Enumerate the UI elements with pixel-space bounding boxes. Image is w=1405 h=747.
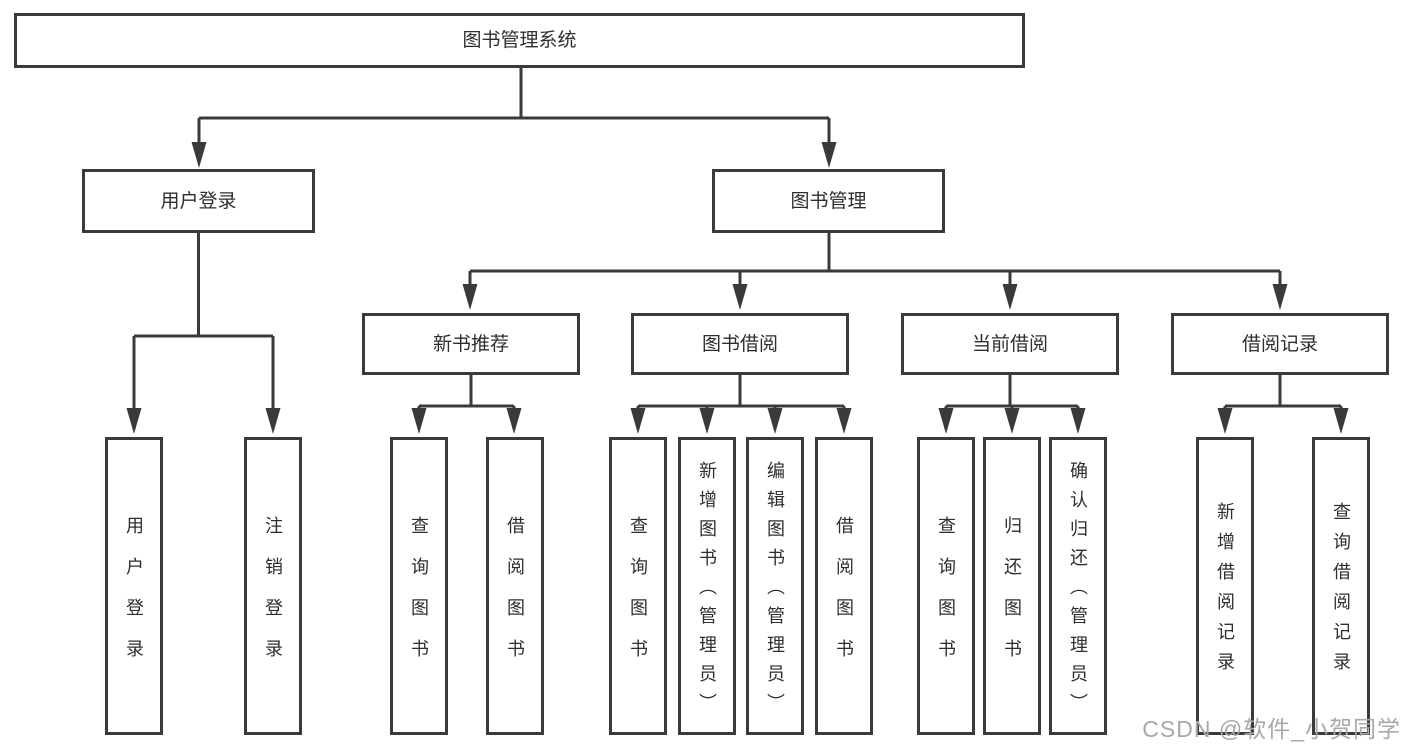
leaf-add-book-admin: 新增图书（管理员）: [678, 437, 736, 735]
node-current-borrowing: 当前借阅: [901, 313, 1119, 375]
leaf-borrow-books-label: 借阅图书: [505, 515, 525, 680]
leaf-query-books-label: 查询图书: [628, 515, 648, 680]
node-book-borrowing: 图书借阅: [631, 313, 849, 375]
leaf-logout-label: 注销登录: [263, 515, 283, 680]
node-new-book-recommend-label: 新书推荐: [432, 333, 509, 355]
leaf-edit-book-admin: 编辑图书（管理员）: [746, 437, 804, 735]
node-root-label: 图书管理系统: [462, 30, 577, 51]
leaf-add-book-admin-label: 新增图书（管理员）: [697, 461, 717, 722]
leaf-query-books-label: 查询图书: [409, 515, 429, 680]
node-borrow-records-label: 借阅记录: [1241, 333, 1318, 355]
leaf-confirm-return-admin: 确认归还（管理员）: [1049, 437, 1107, 735]
node-new-book-recommend: 新书推荐: [362, 313, 580, 375]
leaf-logout: 注销登录: [244, 437, 302, 735]
csdn-watermark: CSDN @软件_小贺同学: [1142, 716, 1401, 742]
leaf-query-books: 查询图书: [609, 437, 667, 735]
leaf-edit-book-admin-label: 编辑图书（管理员）: [765, 461, 785, 722]
leaf-add-borrow-record-label: 新增借阅记录: [1215, 502, 1235, 682]
leaf-return-book: 归还图书: [983, 437, 1041, 735]
leaf-query-books: 查询图书: [917, 437, 975, 735]
leaf-user-login-label: 用户登录: [124, 515, 144, 680]
leaf-add-borrow-record: 新增借阅记录: [1196, 437, 1254, 735]
leaf-query-books-label: 查询图书: [936, 515, 956, 680]
leaf-query-borrow-record-label: 查询借阅记录: [1331, 502, 1351, 682]
node-root: 图书管理系统: [14, 13, 1025, 68]
leaf-borrow-books-label: 借阅图书: [834, 515, 854, 680]
leaf-user-login: 用户登录: [105, 437, 163, 735]
leaf-query-books: 查询图书: [390, 437, 448, 735]
node-book-management: 图书管理: [712, 169, 945, 233]
arrowheads: [126, 142, 1349, 434]
node-current-borrowing-label: 当前借阅: [971, 333, 1048, 355]
leaf-return-book-label: 归还图书: [1002, 515, 1022, 680]
leaf-borrow-books: 借阅图书: [815, 437, 873, 735]
node-user-login-label: 用户登录: [160, 190, 237, 212]
node-user-login: 用户登录: [82, 169, 315, 233]
leaf-query-borrow-record: 查询借阅记录: [1312, 437, 1370, 735]
node-book-management-label: 图书管理: [790, 190, 867, 212]
node-book-borrowing-label: 图书借阅: [701, 333, 778, 355]
node-borrow-records: 借阅记录: [1171, 313, 1389, 375]
leaf-borrow-books: 借阅图书: [486, 437, 544, 735]
leaf-confirm-return-admin-label: 确认归还（管理员）: [1068, 461, 1088, 722]
